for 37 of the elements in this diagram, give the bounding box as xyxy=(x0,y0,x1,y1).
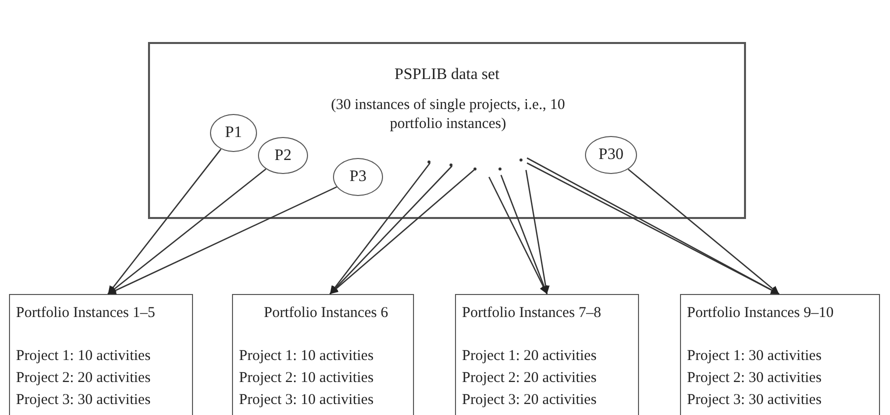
project-line: Project 3: 30 activities xyxy=(687,391,823,410)
arrow xyxy=(329,162,431,294)
arrow xyxy=(108,168,266,294)
project-ellipse: P30 xyxy=(585,136,637,174)
portfolio-box xyxy=(9,294,193,415)
project-line: Project 2: 10 activities xyxy=(239,369,375,388)
arrow xyxy=(500,174,548,294)
arrow xyxy=(330,170,474,294)
box-subtitle: (30 instances of single projects, i.e., 10 portfolio instances) xyxy=(330,96,566,134)
portfolio-heading: Portfolio Instances 9–10 xyxy=(687,304,835,323)
arrow xyxy=(107,148,222,294)
portfolio-box xyxy=(680,294,880,415)
project-line: Project 1: 10 activities xyxy=(16,347,152,366)
project-line: Project 1: 20 activities xyxy=(462,347,598,366)
portfolio-heading: Portfolio Instances 7–8 xyxy=(462,304,602,323)
portfolio-box xyxy=(232,294,414,415)
project-line: Project 1: 10 activities xyxy=(239,347,375,366)
arrow xyxy=(628,168,780,294)
project-ellipse: P1 xyxy=(210,114,257,152)
arrow xyxy=(330,166,452,294)
portfolio-heading: Portfolio Instances 6 xyxy=(262,304,390,323)
project-line: Project 1: 30 activities xyxy=(687,347,823,366)
project-line: Project 2: 20 activities xyxy=(462,369,598,388)
arrow xyxy=(488,176,548,294)
project-line: Project 2: 30 activities xyxy=(687,369,823,388)
arrow xyxy=(525,170,550,294)
portfolio-box xyxy=(455,294,639,415)
box-title: PSPLIB data set xyxy=(394,66,500,84)
project-ellipse: P2 xyxy=(258,137,308,174)
dataset-box xyxy=(148,42,746,219)
project-line: Project 3: 30 activities xyxy=(16,391,152,410)
arrow xyxy=(108,186,337,295)
project-line: Project 2: 20 activities xyxy=(16,369,152,388)
project-line: Project 3: 20 activities xyxy=(462,391,598,410)
portfolio-heading: Portfolio Instances 1–5 xyxy=(16,304,156,323)
project-ellipse: P3 xyxy=(333,158,383,196)
project-line: Project 3: 10 activities xyxy=(239,391,375,410)
